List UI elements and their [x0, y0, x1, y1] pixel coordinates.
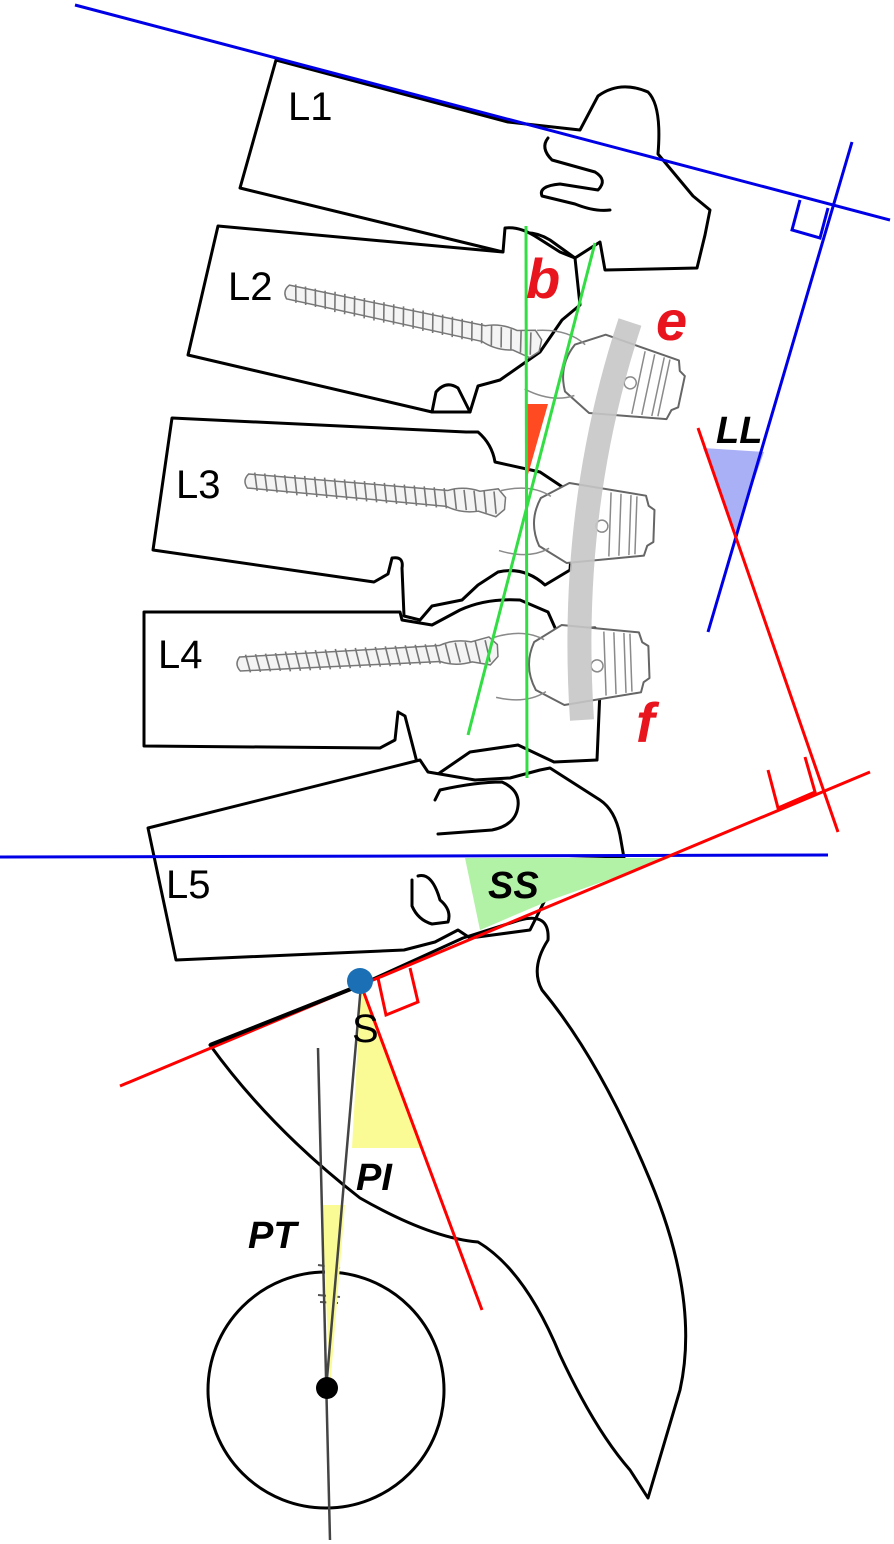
pi-line — [324, 984, 363, 1391]
l1-process — [539, 136, 612, 212]
pi-wedge — [352, 985, 422, 1148]
femoral-head-center — [316, 1377, 338, 1399]
label-l2: L2 — [228, 265, 273, 309]
label-l3: L3 — [176, 463, 221, 507]
vertical-reference-line — [524, 225, 529, 779]
sacrum-outline — [208, 916, 688, 1500]
label-l4: L4 — [158, 633, 203, 677]
right-angle-marker-icon — [790, 199, 830, 240]
label-e: e — [656, 289, 687, 352]
s1-endplate-line — [119, 770, 871, 1088]
fixation-rod-icon — [567, 318, 642, 721]
red-wedge — [527, 404, 548, 478]
l5-process — [433, 780, 520, 836]
label-ss: SS — [488, 865, 539, 907]
pi-perpendicular-line — [359, 984, 484, 1311]
label-l1: L1 — [288, 85, 333, 129]
sacral-point — [347, 968, 373, 994]
instrumented-axis-line — [466, 242, 597, 736]
pt-vertical-line — [316, 1047, 332, 1541]
l2-facet — [430, 383, 472, 414]
label-f: f — [636, 691, 660, 754]
l4-vertebra — [142, 598, 602, 776]
horizontal-reference-line — [0, 853, 829, 859]
right-angle-marker-icon — [766, 756, 817, 811]
ll-wedge — [703, 448, 764, 532]
label-pi: PI — [356, 1157, 393, 1199]
label-pt: PT — [248, 1215, 299, 1257]
sacral-endplate-edge — [209, 983, 362, 1047]
label-s: S — [352, 1007, 379, 1051]
label-b: b — [526, 247, 560, 310]
right-angle-marker-icon — [376, 967, 420, 1018]
label-ll: LL — [716, 410, 762, 452]
l1-endplate-line — [74, 3, 891, 222]
l5-facet — [410, 874, 451, 926]
s1-perpendicular-line — [696, 427, 840, 833]
l3-vertebra — [151, 416, 577, 622]
l1-perpendicular-line — [706, 141, 854, 633]
label-l5: L5 — [166, 863, 211, 907]
